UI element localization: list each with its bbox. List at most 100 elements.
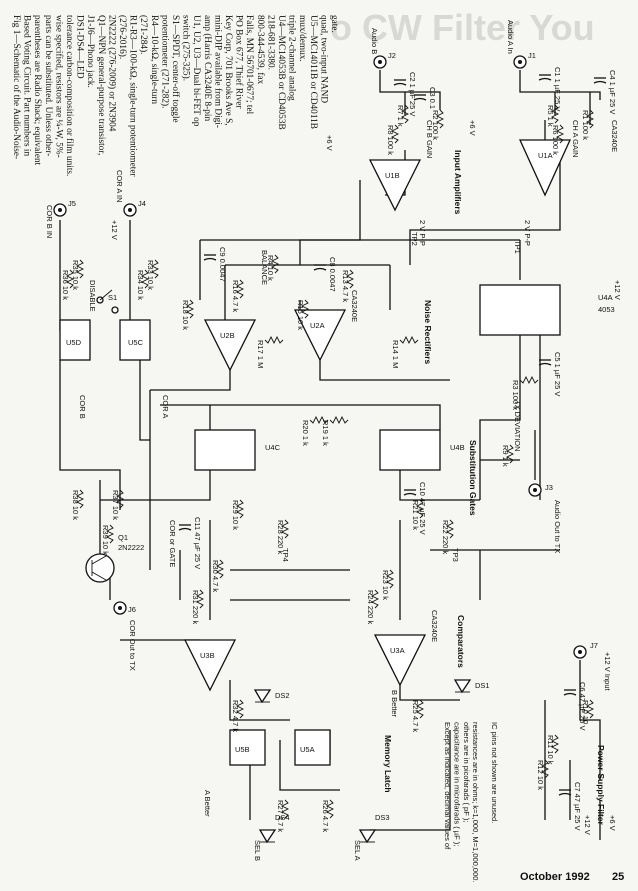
caption-line: switch (275-325).: [181, 15, 192, 81]
caption-line: quad, two-input NAND: [318, 15, 328, 103]
resistor-label-r36: R36 10 k: [61, 270, 70, 300]
capacitor-plate-c10: [403, 492, 417, 496]
capacitor-label-c2: C2 1 µF 25 V: [408, 72, 417, 116]
resistor-label-r20: R20 1 k: [301, 420, 310, 446]
resistor-r11: [550, 734, 560, 754]
jack-j4[interactable]: J4: [123, 199, 146, 217]
caption-line: triple 2-channel analog: [287, 15, 297, 101]
capacitor-plate-c6: [563, 692, 577, 696]
resistor-r10: [585, 699, 595, 719]
capacitor-label-c11: C11 47 µF 25 V: [193, 517, 202, 569]
resistor-label-r31: R31 220 k: [191, 590, 200, 624]
capacitor-plate-c7: [558, 792, 572, 796]
ic-u4a: U4A 4053: [479, 284, 615, 336]
capacitor-plate-c5: [538, 362, 552, 366]
ic-u5c: U5C: [119, 319, 151, 361]
signal-labels: Audio A In Audio B COR B IN COR A IN Aud…: [45, 20, 622, 861]
capacitor-plate-c9: [203, 257, 217, 261]
resistor-label-r28: R28 220 k: [276, 520, 285, 554]
caption-line: parts can be substituted. Unless other-: [43, 15, 53, 156]
caption-line: Fig 1—Schematic of the Audio-Noise-: [11, 15, 22, 159]
label-tp3: TP3: [451, 548, 460, 562]
ic-u4c: U4C: [194, 429, 281, 471]
label-12v-cor: +12 V: [110, 220, 119, 240]
jack-j6[interactable]: J6: [113, 601, 136, 615]
caption-line: PO Box 677, Thief River: [234, 15, 245, 109]
resistor-label-r38: R38 10 k: [71, 490, 80, 520]
opamp-u1a: U1A: [518, 139, 572, 197]
label-sel-a: SEL A: [353, 840, 362, 861]
svg-text:J4: J4: [138, 199, 146, 208]
label-6v-b: +6 V: [325, 135, 334, 151]
caption-line: DS1-DS4—LED: [75, 15, 85, 79]
svg-text:U5A: U5A: [300, 745, 315, 754]
resistor-label-r9: R9 1 k: [501, 445, 510, 467]
resistor-label-r12: R12 10 k: [536, 760, 545, 790]
switch-s1[interactable]: S1: [96, 289, 119, 314]
svg-text:U2B: U2B: [220, 331, 235, 340]
label-cor-a: COR A: [161, 395, 170, 418]
resistor-r2: [435, 109, 445, 129]
label-tp1: TP1: [513, 240, 522, 254]
svg-text:U4C: U4C: [265, 443, 281, 452]
svg-text:U1A: U1A: [538, 151, 553, 160]
svg-text:Q1: Q1: [118, 533, 128, 542]
jack-j3[interactable]: J3: [528, 483, 553, 497]
caption-line: amp (Harris CA3240E 8-pin: [202, 15, 213, 121]
section-noise-rectifiers: Noise Rectifiers: [423, 300, 433, 365]
resistors: R1 100 kR2 100 kR3 100 kR4 10 kR5 1 kR6 …: [61, 67, 617, 832]
caption-line: mux/demux.: [297, 15, 307, 62]
wiring: [59, 70, 601, 840]
capacitor-label-c3: C3 0.1: [428, 87, 437, 109]
resistor-r28: [280, 519, 290, 539]
resistor-r3: [519, 375, 539, 385]
label-cor-b: COR B: [78, 395, 87, 419]
svg-text:DS3: DS3: [375, 813, 390, 822]
caption-line: (271-284).: [138, 15, 149, 55]
resistor-r30: [215, 559, 225, 579]
footer-page-number: 25: [612, 871, 624, 883]
resistor-label-r3: R3 100 k: [511, 380, 520, 410]
resistor-label-r34: R34 10 k: [136, 270, 145, 300]
jack-j2[interactable]: J2: [373, 51, 396, 69]
jack-j1[interactable]: J1: [513, 51, 536, 69]
resistor-r39: [105, 524, 115, 544]
jack-j7[interactable]: J7: [573, 641, 598, 659]
caption-line: R1-R3—100-kΩ, single-turn potentiometer: [128, 15, 138, 177]
resistor-r7: [400, 104, 410, 124]
section-labels: Input Amplifiers Noise Rectifiers Substi…: [383, 150, 606, 826]
label-cor-b-in: COR B IN: [45, 205, 54, 238]
svg-text:4053: 4053: [598, 305, 615, 314]
resistor-label-r32: R32 4.7 k: [231, 700, 240, 732]
caption-line: tolerance carbon-composition or film uni…: [64, 15, 75, 176]
resistor-label-r30: R30 4.7 k: [211, 560, 220, 592]
capacitor-plate-c3: [413, 97, 427, 101]
svg-text:DS1: DS1: [475, 681, 490, 690]
resistor-label-r22: R22 220 k: [441, 520, 450, 554]
label-audio-b-in: Audio B: [370, 28, 379, 54]
label-audio-a-in: Audio A In: [506, 20, 515, 54]
resistor-label-r24: R24 220 k: [366, 590, 375, 624]
label-12v-input: +12 V Input: [603, 652, 612, 691]
capacitor-plate-c11: [178, 527, 192, 531]
resistor-r21: [415, 499, 425, 519]
resistor-label-r16: R16 4.7 k: [231, 280, 240, 312]
caption-line: gate.: [329, 15, 339, 33]
capacitor-label-c4: C4 1 µF 25 V: [608, 70, 617, 114]
jack-j5[interactable]: J5: [53, 199, 76, 217]
resistor-r12: [540, 759, 550, 779]
label-12v-psu: +12 V: [583, 815, 592, 835]
svg-text:S1: S1: [108, 293, 117, 302]
transistor-q1: Q1 2N2222: [85, 533, 144, 583]
resistor-r13: [345, 269, 355, 289]
label-tp2: TP2: [410, 232, 419, 246]
svg-text:U4A: U4A: [598, 293, 613, 302]
svg-text:DS2: DS2: [275, 691, 290, 700]
svg-text:J7: J7: [590, 641, 598, 650]
resistor-label-r26: R26 4.7 k: [321, 800, 330, 832]
svg-text:U3A: U3A: [390, 646, 405, 655]
label-12v-u4: +12 V: [613, 280, 622, 300]
